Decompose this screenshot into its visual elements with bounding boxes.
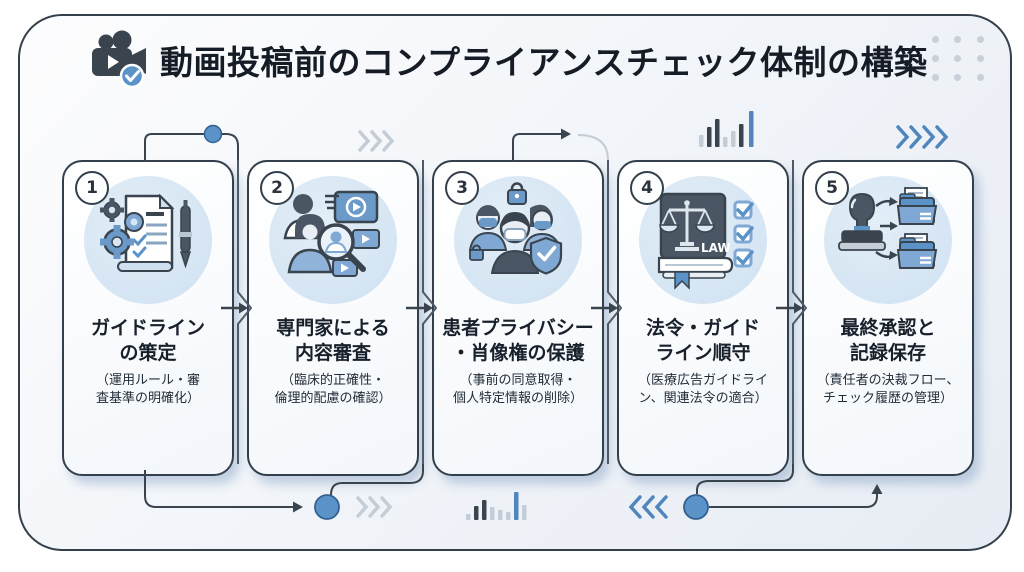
step-title: 患者プライバシー・肖像権の保護 [442,317,594,365]
step-number-badge: 2 [260,171,294,205]
page-title: 動画投稿前のコンプライアンスチェック体制の構築 [160,43,928,82]
svg-text:LAW: LAW [701,241,731,255]
step-card-3: 3 [432,160,604,476]
step-title: 専門家による内容審査 [276,317,390,365]
step-title: 法令・ガイドライン順守 [645,317,760,365]
step-subtitle: （臨床的正確性・倫理的配慮の確認） [274,373,392,407]
dot-grid-decoration [932,36,988,82]
step-card-1: 1 [62,160,234,476]
step-subtitle: （運用ルール・審査基準の明確化） [95,373,200,407]
step-subtitle: （医療広告ガイドライン、関連法令の適合） [637,373,768,407]
step-subtitle: （責任者の決裁フロー、チェック履歴の管理） [816,373,960,407]
video-camera-check-icon [86,30,152,92]
step-title: 最終承認と記録保存 [840,317,936,365]
step-card-2: 2 [247,160,419,476]
step-card-4: 4 LAW [617,160,789,476]
step-number-badge: 1 [75,171,109,205]
step-number-badge: 5 [815,171,849,205]
step-number-badge: 3 [445,171,479,205]
step-subtitle: （事前の同意取得・個人特定情報の削除） [452,373,583,407]
step-title: ガイドラインの策定 [90,317,205,365]
step-number-badge: 4 [630,171,664,205]
step-card-5: 5 [802,160,974,476]
